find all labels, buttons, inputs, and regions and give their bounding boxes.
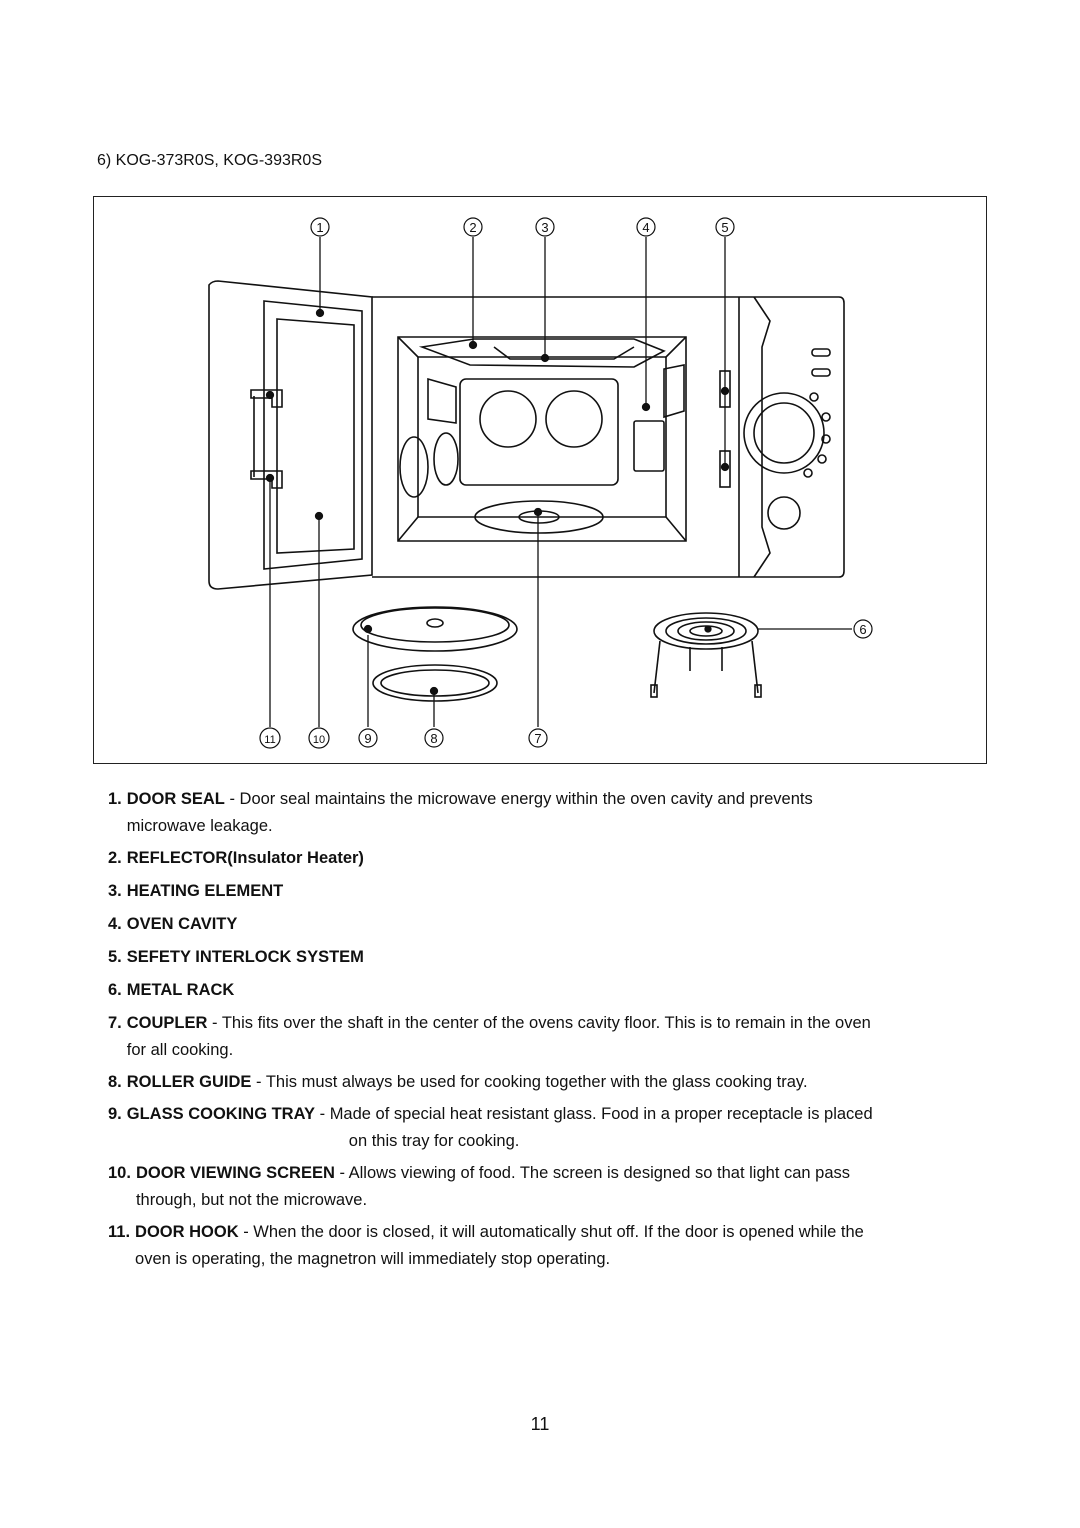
callout-7: 7 <box>528 728 548 748</box>
door-window-frame <box>263 300 363 570</box>
callout-3: 3 <box>535 217 555 237</box>
svg-text:8: 8 <box>430 731 437 746</box>
callout-1: 1 <box>310 217 330 237</box>
svg-text:4: 4 <box>642 220 649 235</box>
parts-list: 1. DOOR SEAL - Door seal maintains the m… <box>108 786 972 1278</box>
oven-body <box>372 296 845 578</box>
callout-6: 6 <box>853 619 873 639</box>
svg-text:5: 5 <box>721 220 728 235</box>
roller-guide <box>372 664 498 702</box>
list-item: 3.HEATING ELEMENT <box>108 882 284 900</box>
list-item: 7. COUPLER - This fits over the shaft in… <box>108 1014 871 1059</box>
callout-8: 8 <box>424 728 444 748</box>
callout-4: 4 <box>636 217 656 237</box>
callout-11: 11 <box>259 727 281 749</box>
heater-box <box>459 378 619 486</box>
list-item: 9. GLASS COOKING TRAY - Made of special … <box>108 1105 873 1150</box>
list-item: 10. DOOR VIEWING SCREEN - Allows viewing… <box>108 1164 851 1209</box>
list-item: 4.OVEN CAVITY <box>108 915 238 933</box>
svg-text:9: 9 <box>364 731 371 746</box>
door-outline <box>208 280 373 590</box>
microwave-illustration: 1 2 3 4 5 6 7 8 9 10 11 <box>208 217 873 749</box>
list-item: 5.SEFETY INTERLOCK SYSTEM <box>108 948 364 966</box>
metal-rack <box>653 612 759 650</box>
callout-10: 10 <box>308 727 330 749</box>
list-item: 2.REFLECTOR(Insulator Heater) <box>108 849 364 867</box>
svg-text:10: 10 <box>313 734 325 746</box>
svg-text:6: 6 <box>859 622 866 637</box>
model-heading: 6) KOG-373R0S, KOG-393R0S <box>97 152 322 169</box>
svg-text:2: 2 <box>469 220 476 235</box>
door-viewing-screen <box>276 318 355 554</box>
list-item: 1. DOOR SEAL - Door seal maintains the m… <box>108 790 813 835</box>
callout-9: 9 <box>358 728 378 748</box>
callout-2: 2 <box>463 217 483 237</box>
door-hook-bottom <box>250 470 283 489</box>
svg-text:1: 1 <box>316 220 323 235</box>
svg-text:3: 3 <box>541 220 548 235</box>
page-number: 11 <box>530 1414 550 1434</box>
door-hook-top <box>250 389 283 408</box>
callout-5: 5 <box>715 217 735 237</box>
microwave-diagram: 1 2 3 4 5 6 7 8 9 10 11 <box>93 196 987 764</box>
list-item: 6.METAL RACK <box>108 981 235 999</box>
glass-tray <box>352 606 518 652</box>
list-item: 11. DOOR HOOK - When the door is closed,… <box>108 1223 864 1268</box>
svg-text:11: 11 <box>264 734 275 746</box>
reflector <box>418 338 666 368</box>
svg-text:7: 7 <box>534 731 541 746</box>
list-item: 8. ROLLER GUIDE - This must always be us… <box>108 1073 808 1091</box>
